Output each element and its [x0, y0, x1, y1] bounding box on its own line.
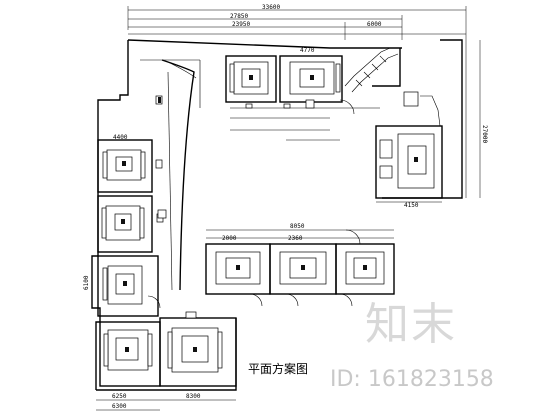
drawing-title: 平面方案图	[248, 362, 309, 376]
dim-mid-room-b: 2360	[288, 235, 303, 242]
dim-left-room-1: 4400	[113, 134, 128, 141]
room-mid-row-c	[335, 229, 395, 307]
dim-right-tall: 27000	[481, 125, 488, 143]
room-top-center-b: 4770	[279, 47, 343, 103]
mid-row-dimensions: 8050	[206, 223, 394, 239]
dim-top-right-seg: 6000	[367, 21, 382, 28]
room-left-3: 6100	[83, 255, 161, 317]
room-left-2	[97, 195, 167, 253]
dim-top-overall: 33600	[262, 4, 280, 11]
dim-top-room-a: 4770	[300, 47, 315, 54]
room-bottom-left: 6250 6300	[96, 321, 161, 411]
room-mid-row-b: 2360	[269, 235, 337, 307]
watermark-logo: 知末	[365, 299, 457, 350]
dim-top-left-seg: 23950	[232, 21, 250, 28]
dim-right-room: 4150	[404, 202, 419, 209]
dim-top-second: 27850	[230, 13, 248, 20]
room-right: 4150	[375, 91, 443, 209]
room-top-center-a	[225, 55, 277, 103]
dim-bottom-left-b: 6300	[112, 403, 127, 410]
dim-left-upper: 6100	[83, 275, 90, 290]
top-dimension-lines: 33600 27850 23950 6000	[127, 4, 467, 40]
stair-top	[339, 47, 399, 115]
dim-mid-room-c: 2000	[222, 235, 237, 242]
room-mid-row-a: 2000	[205, 235, 271, 307]
dim-bottom-mid: 8300	[186, 393, 201, 400]
curved-atrium-wall	[155, 59, 197, 291]
watermark-id: ID: 161823158	[330, 367, 494, 392]
room-bottom-middle: 8300	[159, 311, 237, 401]
room-left-1: 4400	[97, 134, 153, 193]
right-dimension-lines: 27000	[465, 40, 488, 198]
dim-bottom-left-a: 6250	[112, 393, 127, 400]
top-center-lower-strip	[230, 99, 380, 141]
dim-mid-room-a: 8050	[290, 223, 305, 230]
